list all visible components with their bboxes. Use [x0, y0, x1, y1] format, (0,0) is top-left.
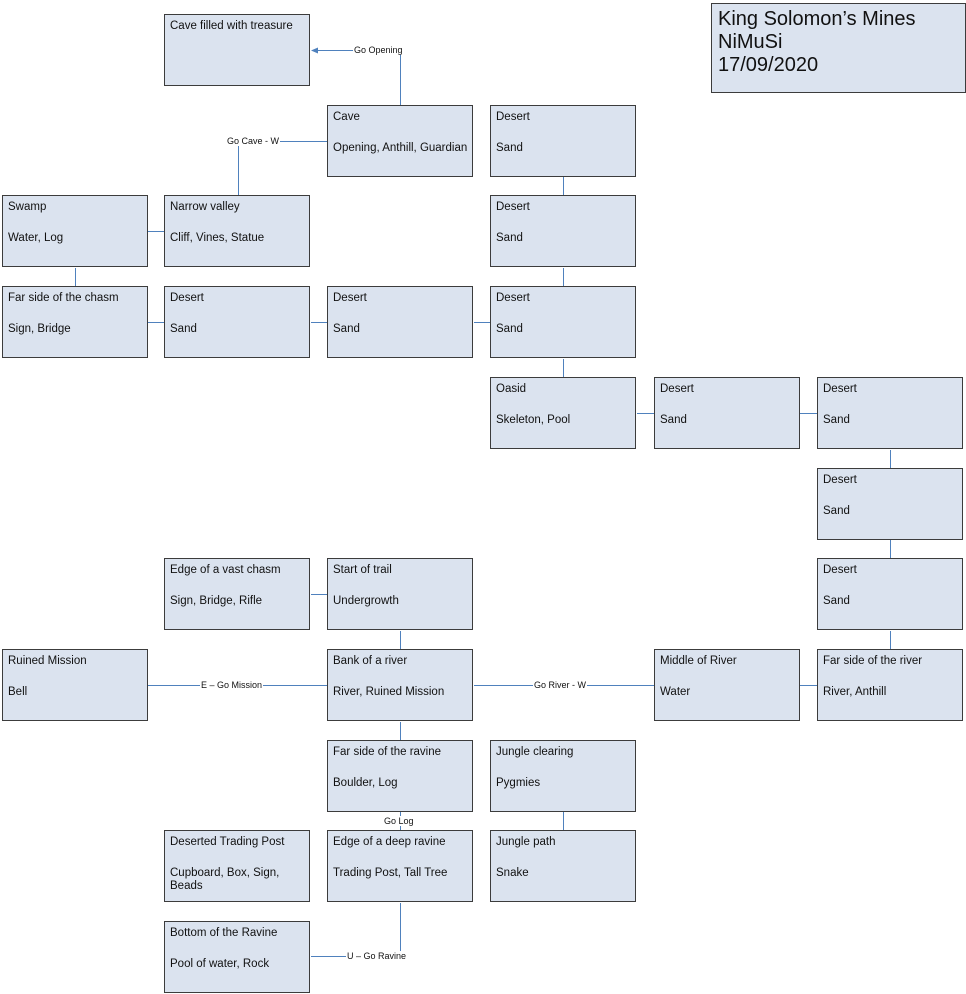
room-items: Cliff, Vines, Statue: [170, 232, 265, 244]
room-cave-treasure[interactable]: Cave filled with treasure: [164, 14, 310, 86]
room-desert-9[interactable]: Desert Sand: [817, 558, 963, 630]
connector-go-cave: [238, 141, 327, 195]
label-go-river: Go River - W: [533, 680, 588, 690]
room-items: Bell: [8, 686, 28, 698]
room-desert-2[interactable]: Desert Sand: [490, 195, 636, 267]
room-items: River, Anthill: [823, 686, 887, 698]
room-items: Water, Log: [8, 232, 64, 244]
room-items: Sand: [823, 595, 850, 607]
connector-edgeravine-bottom: [311, 903, 401, 957]
room-items: Sand: [496, 323, 523, 335]
title-line-3: 17/09/2020: [718, 54, 819, 76]
room-name: Desert: [170, 292, 204, 304]
label-go-log: Go Log: [383, 816, 415, 826]
room-desert-6[interactable]: Desert Sand: [654, 377, 800, 449]
room-name: Deserted Trading Post: [170, 836, 285, 848]
room-items: Sand: [496, 142, 523, 154]
room-items: Skeleton, Pool: [496, 414, 571, 426]
label-go-cave: Go Cave - W: [226, 136, 281, 146]
room-jungle-clearing[interactable]: Jungle clearing Pygmies: [490, 740, 636, 812]
room-name: Oasid: [496, 383, 527, 395]
room-items: Sign, Bridge, Rifle: [170, 595, 263, 607]
room-name: Desert: [333, 292, 367, 304]
room-items: Trading Post, Tall Tree: [333, 867, 448, 879]
room-items: Opening, Anthill, Guardian: [333, 142, 468, 154]
room-name: Swamp: [8, 201, 47, 213]
room-name: Jungle clearing: [496, 746, 574, 758]
room-name: Edge of a vast chasm: [170, 564, 281, 576]
room-desert-5[interactable]: Desert Sand: [490, 286, 636, 358]
room-cave[interactable]: Cave Opening, Anthill, Guardian: [327, 105, 473, 177]
room-name: Desert: [823, 474, 857, 486]
room-desert-3[interactable]: Desert Sand: [164, 286, 310, 358]
room-far-ravine[interactable]: Far side of the ravine Boulder, Log: [327, 740, 473, 812]
room-items: Sand: [823, 505, 850, 517]
room-name: Middle of River: [660, 655, 737, 667]
room-name: Desert: [823, 383, 857, 395]
room-name: Desert: [660, 383, 694, 395]
room-bottom-ravine[interactable]: Bottom of the Ravine Pool of water, Rock: [164, 921, 310, 993]
title-line-2: NiMuSi: [718, 31, 783, 53]
room-middle-river[interactable]: Middle of River Water: [654, 649, 800, 721]
room-ruined-mission[interactable]: Ruined Mission Bell: [2, 649, 148, 721]
room-items: Undergrowth: [333, 595, 399, 607]
room-name: Desert: [496, 201, 530, 213]
room-items: Pygmies: [496, 777, 541, 789]
label-go-opening: Go Opening: [353, 45, 404, 55]
label-go-ravine: U – Go Ravine: [346, 951, 408, 961]
room-desert-4[interactable]: Desert Sand: [327, 286, 473, 358]
room-name: Bottom of the Ravine: [170, 927, 278, 939]
room-name: Far side of the river: [823, 655, 923, 667]
room-items: Sign, Bridge: [8, 323, 71, 335]
title-line-1: King Solomon’s Mines: [718, 8, 916, 30]
room-name: Cave filled with treasure: [170, 20, 293, 32]
room-items: Sand: [660, 414, 687, 426]
room-items: Sand: [333, 323, 360, 335]
room-items: Boulder, Log: [333, 777, 398, 789]
title-box: King Solomon’s Mines NiMuSi 17/09/2020: [711, 3, 966, 93]
room-items: Water: [660, 686, 691, 698]
room-desert-8[interactable]: Desert Sand: [817, 468, 963, 540]
room-oasid[interactable]: Oasid Skeleton, Pool: [490, 377, 636, 449]
room-name: Far side of the ravine: [333, 746, 442, 758]
room-name: Edge of a deep ravine: [333, 836, 446, 848]
room-items: Sand: [823, 414, 850, 426]
room-bank-river[interactable]: Bank of a river River, Ruined Mission: [327, 649, 473, 721]
room-items: Snake: [496, 867, 529, 879]
room-far-chasm[interactable]: Far side of the chasm Sign, Bridge: [2, 286, 148, 358]
room-name: Cave: [333, 111, 360, 123]
room-name: Desert: [496, 292, 530, 304]
room-narrow-valley[interactable]: Narrow valley Cliff, Vines, Statue: [164, 195, 310, 267]
room-name: Narrow valley: [170, 201, 240, 213]
room-name: Desert: [496, 111, 530, 123]
arrowhead: [311, 47, 318, 54]
room-desert-7[interactable]: Desert Sand: [817, 377, 963, 449]
room-name: Far side of the chasm: [8, 292, 119, 304]
room-trading-post[interactable]: Deserted Trading Post Cupboard, Box, Sig…: [164, 830, 310, 902]
room-name: Jungle path: [496, 836, 556, 848]
room-name: Start of trail: [333, 564, 392, 576]
room-items: River, Ruined Mission: [333, 686, 445, 698]
room-items: Sand: [170, 323, 197, 335]
room-jungle-path[interactable]: Jungle path Snake: [490, 830, 636, 902]
connector-go-opening: [313, 50, 401, 105]
room-items: Cupboard, Box, Sign, Beads: [170, 867, 280, 892]
room-name: Desert: [823, 564, 857, 576]
room-far-river[interactable]: Far side of the river River, Anthill: [817, 649, 963, 721]
room-swamp[interactable]: Swamp Water, Log: [2, 195, 148, 267]
room-edge-chasm[interactable]: Edge of a vast chasm Sign, Bridge, Rifle: [164, 558, 310, 630]
room-name: Bank of a river: [333, 655, 408, 667]
label-go-mission: E – Go Mission: [200, 680, 264, 690]
room-start-trail[interactable]: Start of trail Undergrowth: [327, 558, 473, 630]
room-edge-ravine[interactable]: Edge of a deep ravine Trading Post, Tall…: [327, 830, 473, 902]
room-desert-1[interactable]: Desert Sand: [490, 105, 636, 177]
room-items: Sand: [496, 232, 523, 244]
room-name: Ruined Mission: [8, 655, 87, 667]
room-items: Pool of water, Rock: [170, 958, 270, 970]
